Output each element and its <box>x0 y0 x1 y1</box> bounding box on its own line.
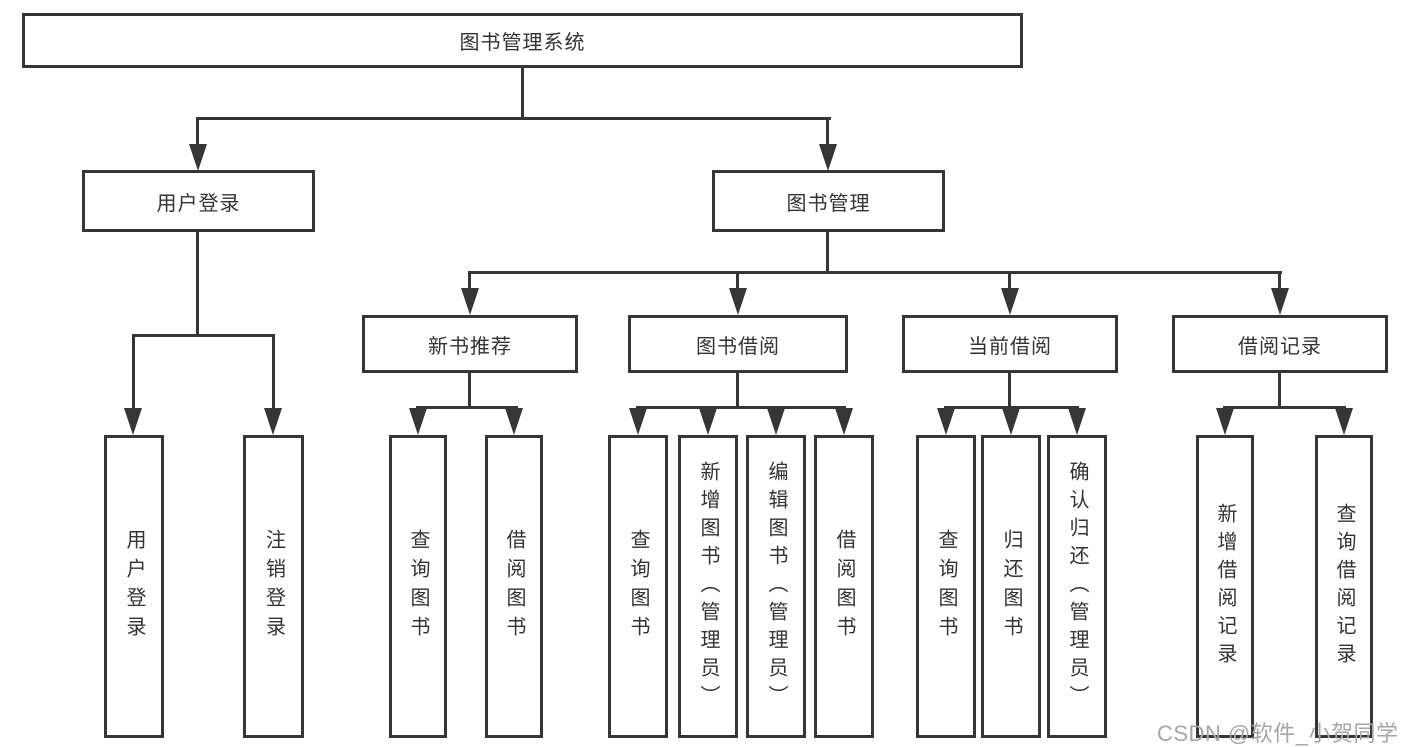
connector-book-mgmt-rail <box>468 271 1282 274</box>
node-root-system: 图书管理系统 <box>22 13 1023 68</box>
connector-drop-leaf-logout <box>272 334 275 410</box>
arrowhead-down-icon <box>189 144 207 171</box>
node-user-login-label: 用户登录 <box>156 192 241 215</box>
connector-drop-current-borrow <box>1008 271 1011 293</box>
leaf-logout-label: 注销登录 <box>262 528 285 645</box>
connector-borrow-records-rail <box>1223 406 1346 409</box>
leaf-borrow-books-recommend-label: 借阅图书 <box>503 528 525 645</box>
arrowhead-down-icon <box>1271 288 1289 315</box>
leaf-query-books-recommend-label: 查询图书 <box>407 528 429 645</box>
connector-drop-leaf-user-login <box>132 334 135 410</box>
leaf-query-books-current-label: 查询图书 <box>935 528 957 645</box>
leaf-query-books-borrow: 查询图书 <box>608 435 668 738</box>
node-borrow-records-label: 借阅记录 <box>1238 335 1322 358</box>
node-new-book-rec: 新书推荐 <box>362 315 578 373</box>
leaf-confirm-return-admin-label: 确认归还（管理员） <box>1066 460 1088 713</box>
connector-drop-user-login <box>196 117 199 149</box>
leaf-edit-books-admin-label: 编辑图书（管理员） <box>765 460 787 713</box>
connector-drop-borrow-records <box>1278 271 1281 293</box>
node-book-mgmt: 图书管理 <box>712 170 945 232</box>
arrowhead-down-icon <box>1068 408 1086 435</box>
arrowhead-down-icon <box>1335 408 1353 435</box>
node-current-borrow: 当前借阅 <box>902 315 1118 373</box>
arrowhead-down-icon <box>1002 408 1020 435</box>
node-user-login: 用户登录 <box>82 170 315 232</box>
leaf-return-books-label: 归还图书 <box>1000 528 1022 645</box>
arrowhead-down-icon <box>729 288 747 315</box>
connector-drop-new-book-rec <box>468 271 471 293</box>
connector-user-login-stem <box>196 230 199 337</box>
csdn-watermark: CSDN @软件_小贺同学 <box>1157 721 1399 746</box>
leaf-query-books-recommend: 查询图书 <box>389 435 447 738</box>
leaf-borrow-books-borrow: 借阅图书 <box>814 435 874 738</box>
leaf-user-login-label: 用户登录 <box>123 528 145 645</box>
arrowhead-down-icon <box>409 408 427 435</box>
leaf-query-borrow-record: 查询借阅记录 <box>1315 435 1373 738</box>
connector-new-book-rec-stem <box>468 371 471 409</box>
arrowhead-down-icon <box>819 144 837 171</box>
leaf-query-books-borrow-label: 查询图书 <box>627 528 649 645</box>
arrowhead-down-icon <box>264 408 282 435</box>
leaf-query-books-current: 查询图书 <box>916 435 976 738</box>
connector-current-borrow-rail <box>944 406 1079 409</box>
leaf-user-login: 用户登录 <box>104 435 164 738</box>
connector-drop-book-borrow <box>736 271 739 293</box>
node-new-book-rec-label: 新书推荐 <box>428 335 512 358</box>
node-book-borrow-label: 图书借阅 <box>696 335 780 358</box>
connector-book-borrow-rail <box>636 406 846 409</box>
connector-borrow-records-stem <box>1278 371 1281 409</box>
leaf-add-books-admin: 新增图书（管理员） <box>678 435 738 738</box>
node-book-borrow: 图书借阅 <box>628 315 848 373</box>
arrowhead-down-icon <box>461 288 479 315</box>
leaf-confirm-return-admin: 确认归还（管理员） <box>1047 435 1107 738</box>
leaf-edit-books-admin: 编辑图书（管理员） <box>746 435 806 738</box>
leaf-borrow-books-borrow-label: 借阅图书 <box>833 528 855 645</box>
node-borrow-records: 借阅记录 <box>1172 315 1388 373</box>
connector-current-borrow-stem <box>1008 371 1011 409</box>
arrowhead-down-icon <box>629 408 647 435</box>
connector-drop-book-mgmt <box>826 117 829 149</box>
arrowhead-down-icon <box>505 408 523 435</box>
node-root-system-label: 图书管理系统 <box>459 32 586 54</box>
arrowhead-down-icon <box>699 408 717 435</box>
leaf-logout: 注销登录 <box>243 435 304 738</box>
connector-root-stem <box>521 66 524 120</box>
arrowhead-down-icon <box>937 408 955 435</box>
connector-root-rail <box>196 117 831 120</box>
connector-book-borrow-stem <box>736 371 739 409</box>
leaf-add-books-admin-label: 新增图书（管理员） <box>697 460 719 713</box>
arrowhead-down-icon <box>1001 288 1019 315</box>
node-book-mgmt-label: 图书管理 <box>786 192 871 215</box>
leaf-return-books: 归还图书 <box>981 435 1041 738</box>
connector-book-mgmt-stem <box>826 230 829 274</box>
connector-new-book-rec-rail <box>416 406 518 409</box>
node-current-borrow-label: 当前借阅 <box>968 335 1052 358</box>
leaf-borrow-books-recommend: 借阅图书 <box>485 435 543 738</box>
arrowhead-down-icon <box>767 408 785 435</box>
leaf-add-borrow-record-label: 新增借阅记录 <box>1214 502 1236 671</box>
connector-user-login-rail <box>132 334 275 337</box>
leaf-add-borrow-record: 新增借阅记录 <box>1196 435 1254 738</box>
leaf-query-borrow-record-label: 查询借阅记录 <box>1333 502 1355 671</box>
arrowhead-down-icon <box>124 408 142 435</box>
arrowhead-down-icon <box>835 408 853 435</box>
arrowhead-down-icon <box>1216 408 1234 435</box>
